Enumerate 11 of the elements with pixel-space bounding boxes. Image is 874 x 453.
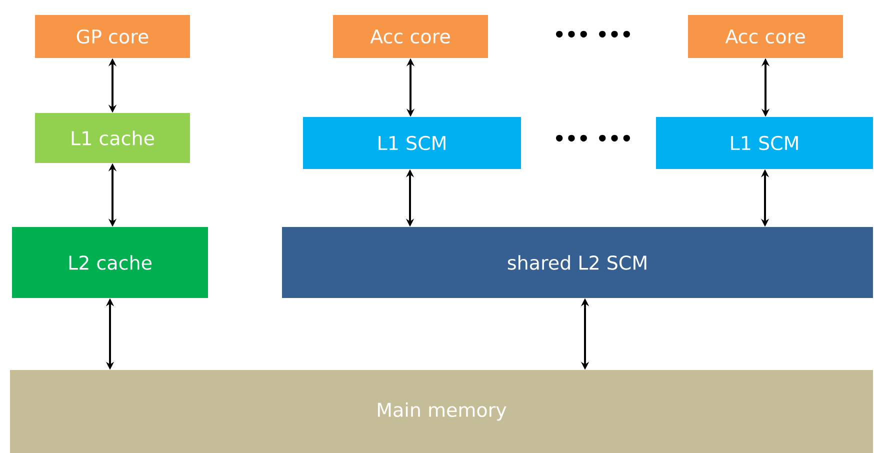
core-box: Acc core <box>688 15 844 58</box>
cache-box: L2 cache <box>12 227 208 298</box>
ellipsis: ••• ••• <box>556 30 630 38</box>
memory-box: L1 SCM <box>656 117 873 169</box>
cache-box: L1 cache <box>35 113 190 163</box>
core-box: Acc core <box>333 15 488 58</box>
core-box: GP core <box>35 15 190 58</box>
memory-box: shared L2 SCM <box>282 227 873 298</box>
memory-box: Main memory <box>10 370 873 453</box>
ellipsis: ••• ••• <box>556 134 630 142</box>
memory-box: L1 SCM <box>303 117 521 169</box>
